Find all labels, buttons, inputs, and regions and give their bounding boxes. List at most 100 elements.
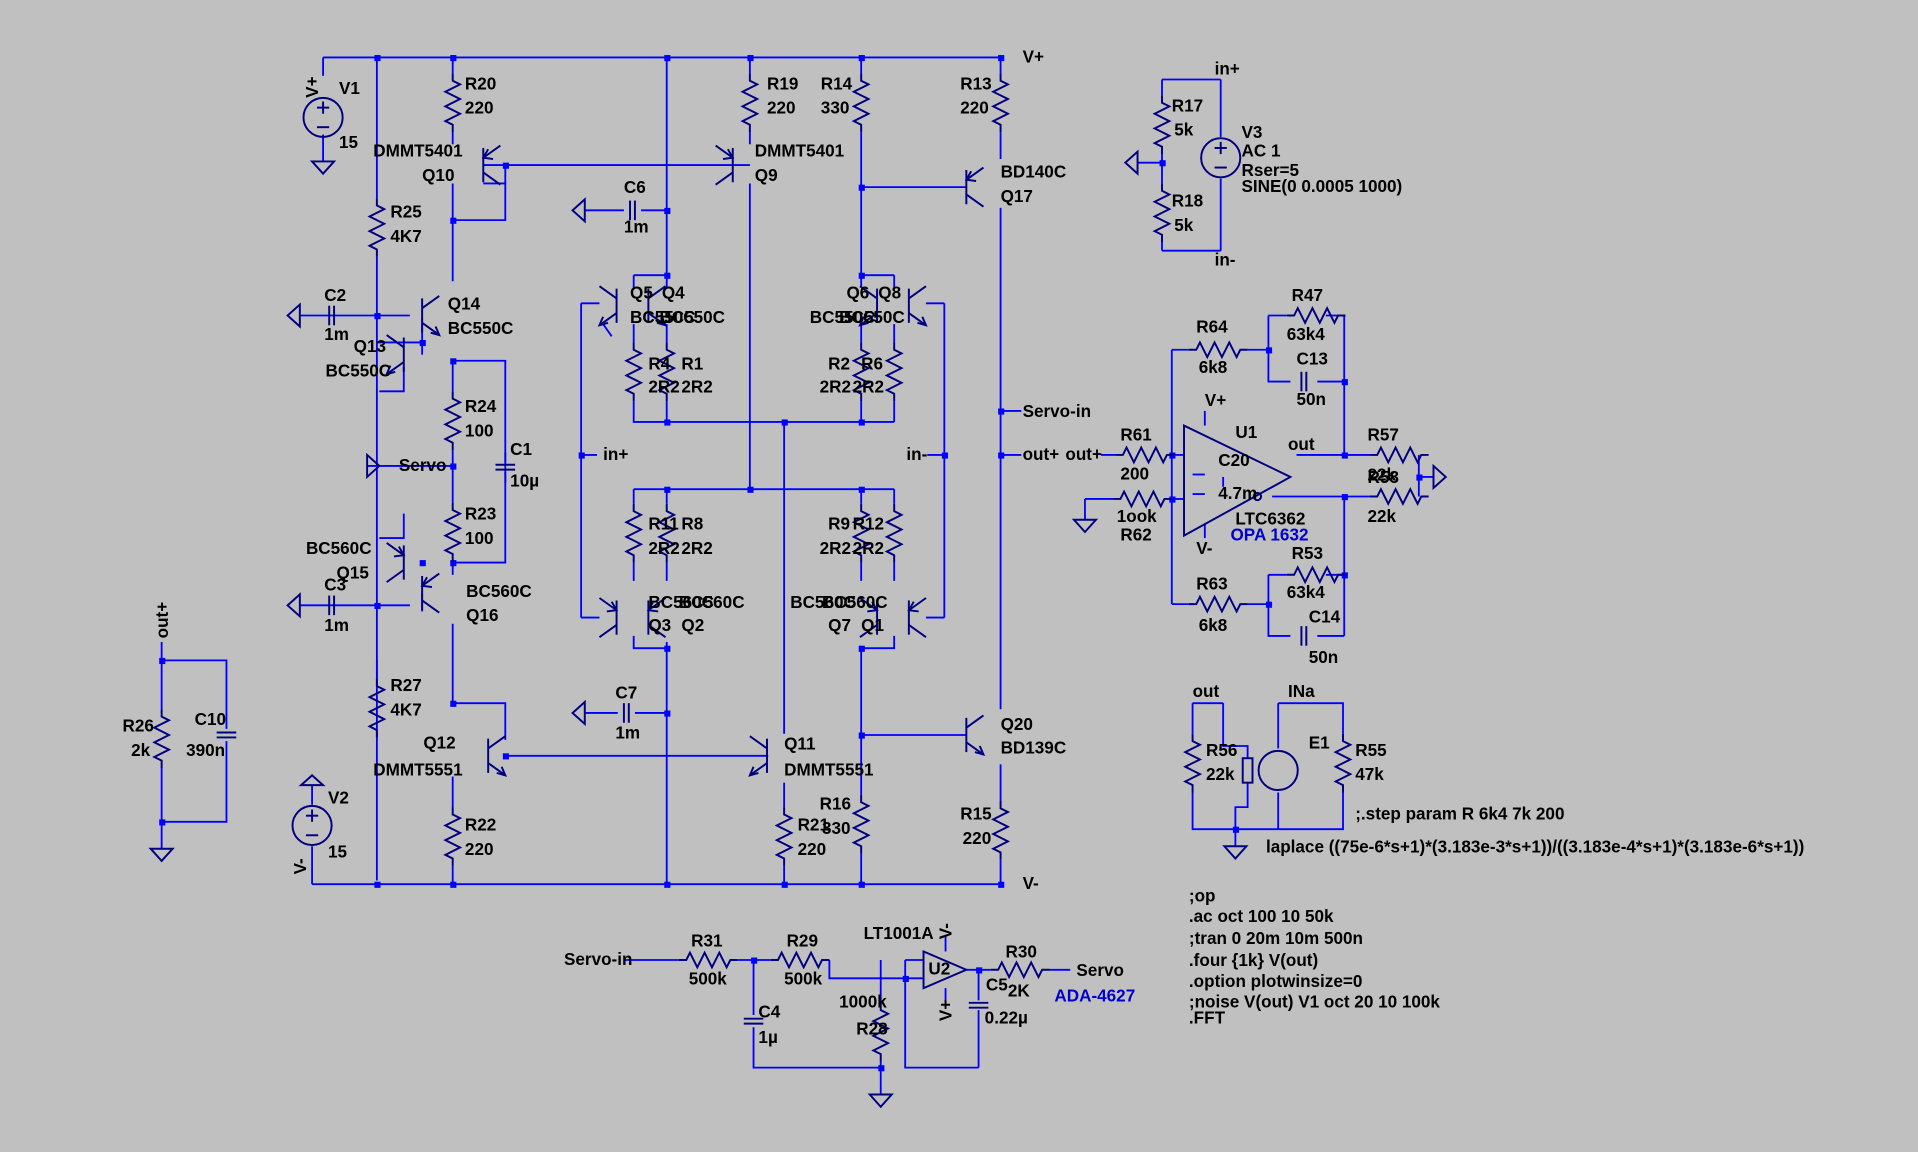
comp-value: 100 — [465, 422, 494, 441]
comp-name: U2 — [928, 960, 950, 979]
comp-model: BC560C — [466, 582, 532, 601]
comp-model-alt: ADA-4627 — [1054, 987, 1135, 1006]
comp-name: R26 — [123, 716, 154, 735]
spice-directive: ;op — [1189, 886, 1216, 905]
comp-model: BC550C — [326, 362, 392, 381]
comp-name: C5 — [986, 976, 1008, 995]
ground-icon — [571, 198, 586, 223]
comp-name: R30 — [1005, 943, 1036, 962]
comp-name: R8 — [681, 515, 703, 534]
comp-model: DMMT5401 — [755, 142, 845, 161]
spice-directive: laplace ((75e-6*s+1)*(3.183e-3*s+1))/((3… — [1266, 837, 1804, 856]
comp-name: C20 — [1218, 451, 1249, 470]
spice-directive: .option plotwinsize=0 — [1189, 972, 1362, 991]
comp-name: Q16 — [466, 606, 498, 625]
comp-value: 1m — [624, 217, 649, 236]
comp-name: Q14 — [448, 294, 481, 313]
comp-value: 10µ — [510, 472, 539, 491]
comp-model: BD140C — [1001, 162, 1067, 181]
comp-name: V2 — [328, 788, 349, 807]
comp-name: R24 — [465, 397, 497, 416]
net-label: V+ — [937, 1000, 956, 1021]
comp-value: 220 — [960, 99, 989, 118]
comp-value: 22k — [1367, 466, 1396, 485]
comp-name: C7 — [615, 683, 637, 702]
comp-value: 220 — [465, 99, 494, 118]
comp-value: 5k — [1174, 121, 1194, 140]
comp-name: R25 — [390, 203, 422, 222]
comp-name: Q2 — [681, 616, 704, 635]
comp-name: R6 — [861, 354, 883, 373]
net-label: Servo — [399, 456, 447, 475]
comp-name: Q5 — [630, 283, 653, 302]
comp-value: AC 1 — [1241, 142, 1280, 161]
net-label: in- — [1215, 250, 1236, 269]
net-label: out+ — [1065, 445, 1102, 464]
comp-value: 50n — [1309, 648, 1338, 667]
comp-model: BC560C — [648, 593, 714, 612]
comp-name: R61 — [1120, 425, 1152, 444]
comp-name: R21 — [798, 815, 830, 834]
comp-name: V1 — [339, 79, 360, 98]
comp-value: 5k — [1174, 216, 1194, 235]
net-label: out — [1288, 435, 1315, 454]
comp-value: 4K7 — [390, 227, 421, 246]
comp-name: Q9 — [755, 166, 778, 185]
comp-value: 500k — [689, 969, 728, 988]
ground-icon — [149, 847, 174, 862]
spice-directive: ;tran 0 20m 10m 500n — [1189, 929, 1363, 948]
comp-value: 220 — [767, 99, 796, 118]
comp-value: 500k — [784, 969, 823, 988]
comp-name: Q4 — [662, 283, 685, 302]
comp-name: R11 — [648, 515, 679, 534]
comp-model: LT1001A — [864, 924, 934, 943]
comp-value: 63k4 — [1287, 583, 1326, 602]
ground-icon — [1432, 464, 1447, 489]
comp-name: R58 — [1367, 468, 1398, 487]
ground-icon — [311, 160, 336, 175]
comp-name: R9 — [828, 515, 850, 534]
comp-name: Q15 — [337, 563, 370, 582]
comp-value: 2R2 — [681, 378, 712, 397]
junction-dots — [159, 55, 1423, 1072]
comp-name: Q17 — [1001, 187, 1033, 206]
comp-name: E1 — [1309, 733, 1330, 752]
net-label: V- — [1023, 874, 1039, 893]
comp-model: BC550C — [810, 308, 876, 327]
spice-directive: ;noise V(out) V1 oct 20 10 100k — [1189, 993, 1441, 1012]
comp-value: SINE(0 0.0005 1000) — [1241, 177, 1402, 196]
comp-value: 2R2 — [820, 539, 851, 558]
comp-name: R53 — [1292, 544, 1323, 563]
net-label: in+ — [603, 445, 628, 464]
component-symbols — [149, 72, 1447, 1108]
comp-value: 4.7m — [1218, 484, 1257, 503]
comp-value: 2R2 — [820, 378, 851, 397]
comp-value: 1000k — [839, 993, 887, 1012]
comp-name: R62 — [1120, 526, 1151, 545]
comp-name: C4 — [758, 1002, 780, 1021]
comp-name: Q11 — [784, 735, 816, 754]
ground-icon — [298, 774, 326, 787]
net-label: in- — [906, 445, 927, 464]
ground-icon — [1223, 845, 1248, 860]
comp-value: 63k4 — [1287, 325, 1326, 344]
comp-name: R55 — [1355, 741, 1387, 760]
comp-value: 0.22µ — [985, 1009, 1028, 1028]
comp-name: Q10 — [422, 166, 454, 185]
comp-model: DMMT5401 — [373, 142, 463, 161]
comp-value: 2R2 — [681, 539, 712, 558]
comp-name: Q20 — [1001, 715, 1033, 734]
comp-value: 220 — [963, 829, 992, 848]
spice-directive: .FFT — [1189, 1009, 1226, 1028]
net-label: V+ — [1205, 391, 1226, 410]
E1-symbol — [1257, 749, 1299, 791]
net-label: Servo-in — [564, 950, 632, 969]
V3-symbol — [1200, 137, 1242, 179]
comp-name: C13 — [1297, 349, 1328, 368]
comp-name: U1 — [1235, 423, 1257, 442]
net-label: V- — [1196, 539, 1212, 558]
comp-model: BC550C — [839, 308, 905, 327]
spice-directive: ;.step param R 6k4 7k 200 — [1355, 804, 1564, 823]
comp-name: R31 — [691, 932, 723, 951]
ground-icon — [1072, 518, 1097, 533]
